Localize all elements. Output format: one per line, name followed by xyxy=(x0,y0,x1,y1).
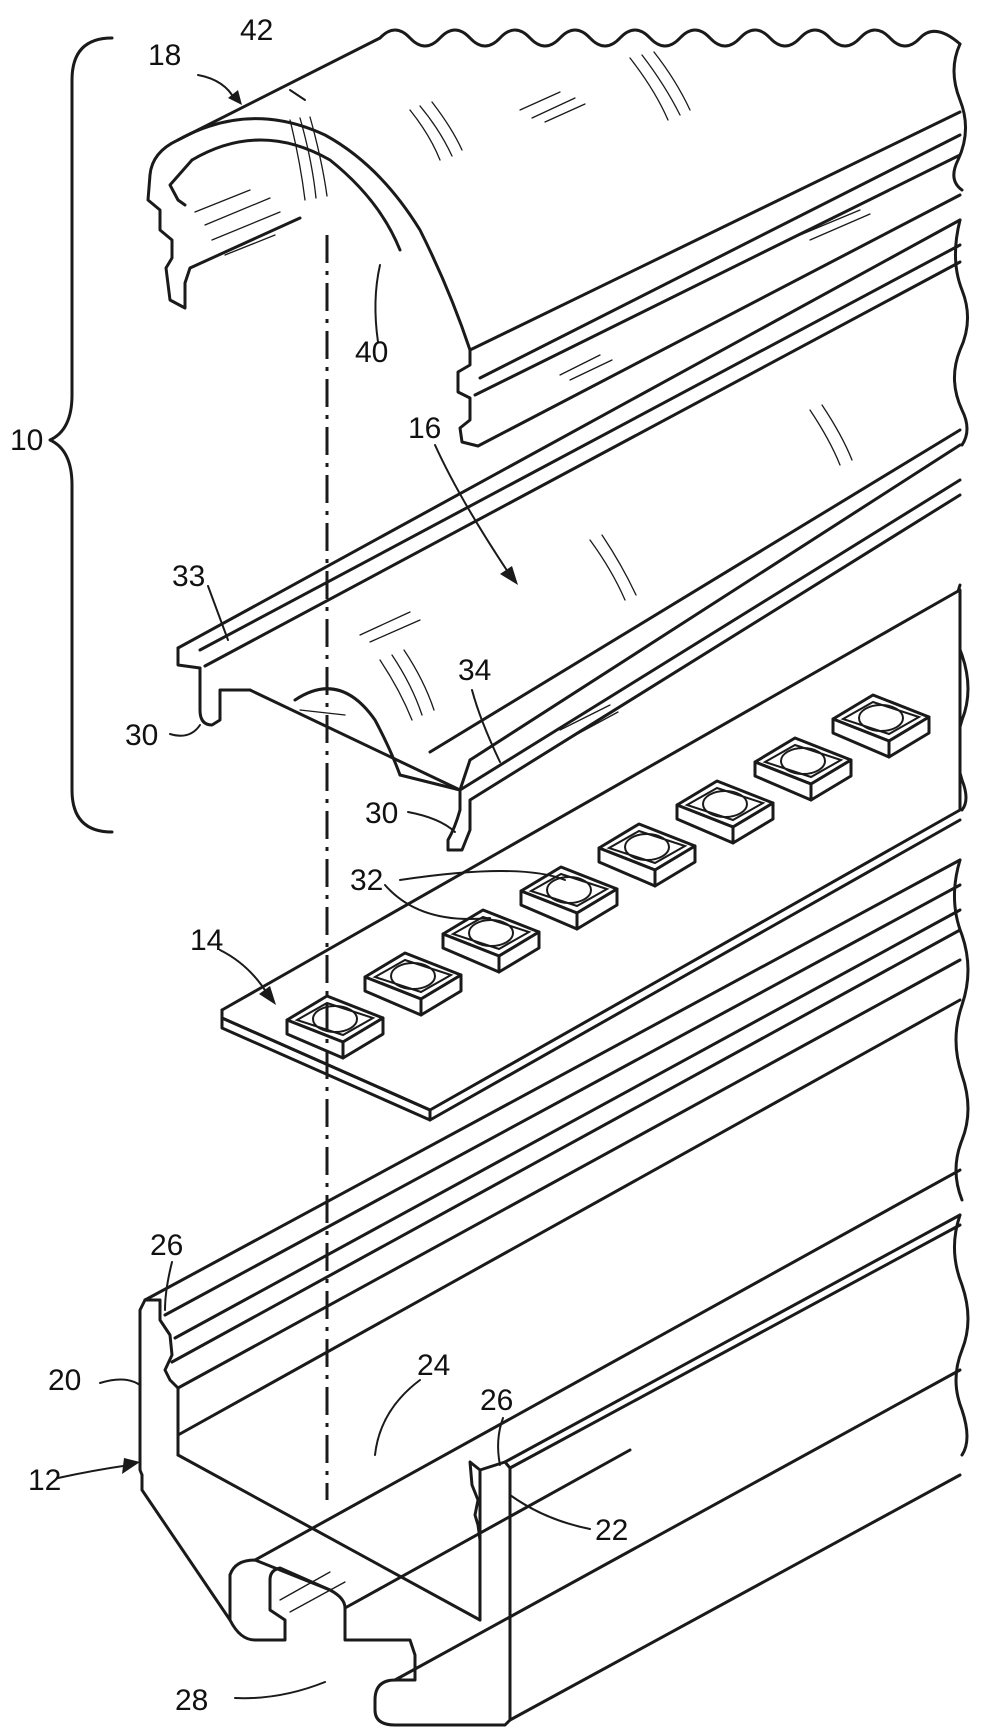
label-26-right: 26 xyxy=(480,1384,513,1417)
label-32: 32 xyxy=(350,864,383,897)
label-26-left: 26 xyxy=(150,1229,183,1262)
label-10: 10 xyxy=(10,424,43,457)
label-12: 12 xyxy=(28,1464,61,1497)
label-28: 28 xyxy=(175,1684,208,1717)
assembly-brace xyxy=(50,38,112,832)
label-20: 20 xyxy=(48,1364,81,1397)
label-34: 34 xyxy=(458,654,491,687)
led-board-14 xyxy=(222,585,968,1120)
label-14: 14 xyxy=(190,924,223,957)
label-18: 18 xyxy=(148,39,181,72)
label-22: 22 xyxy=(595,1514,628,1547)
lens-cover-18 xyxy=(148,30,966,446)
label-42: 42 xyxy=(240,14,273,47)
label-30-right: 30 xyxy=(365,797,398,830)
label-16: 16 xyxy=(408,412,441,445)
label-24: 24 xyxy=(417,1349,450,1382)
label-30-left: 30 xyxy=(125,719,158,752)
label-33: 33 xyxy=(172,560,205,593)
label-40: 40 xyxy=(355,336,388,369)
